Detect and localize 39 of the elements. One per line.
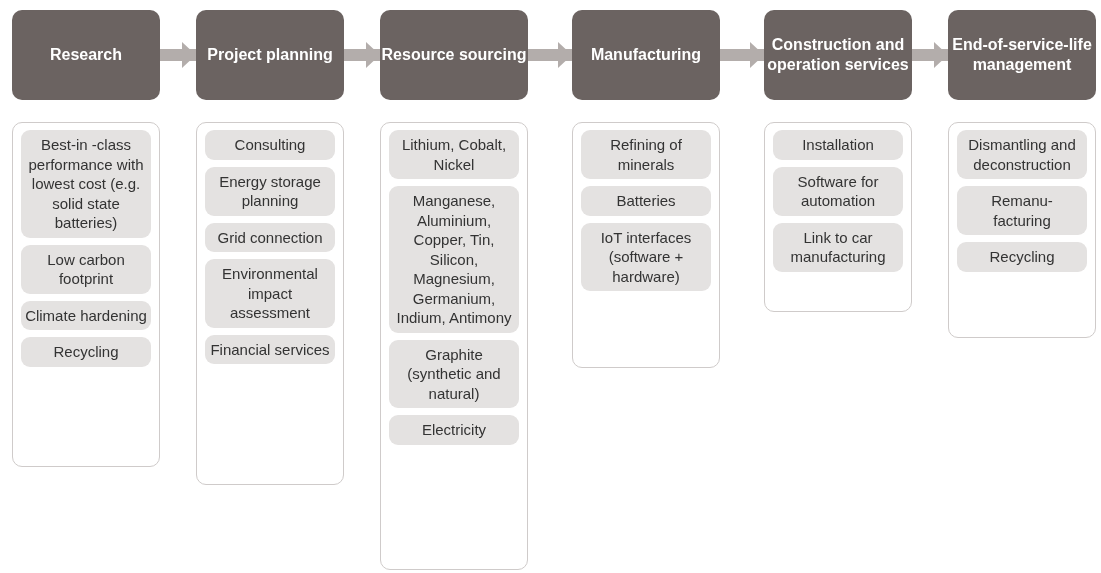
- panel-box: [764, 122, 912, 312]
- arrow: [912, 42, 948, 68]
- arrow: [528, 42, 572, 68]
- item-box: Refining of minerals: [581, 130, 711, 179]
- arrow: [720, 42, 764, 68]
- item-box: Best-in -class performance with lowest cost (e.g. solid state batteries): [21, 130, 151, 238]
- item-box: Remanu- facturing: [957, 186, 1087, 235]
- panel-box: [948, 122, 1096, 338]
- item-box: Recycling: [957, 242, 1087, 272]
- item-box: Dismantling and deconstruction: [957, 130, 1087, 179]
- item-box: Climate hardening: [21, 300, 151, 330]
- item-box: Software for automation: [773, 166, 903, 216]
- arrow: [344, 42, 380, 68]
- panel-box: [572, 122, 720, 368]
- stage-header: Project planning: [196, 10, 344, 100]
- stage-header: Research: [12, 10, 160, 100]
- item-box: Electricity: [389, 415, 519, 445]
- panel-box: [12, 122, 160, 467]
- item-box: Installation: [773, 130, 903, 160]
- arrow: [160, 42, 196, 68]
- item-box: Graphite (synthetic and natural): [389, 339, 519, 408]
- item-box: Batteries: [581, 186, 711, 216]
- stage-header: Resource sourcing: [380, 10, 528, 100]
- item-box: Recycling: [21, 337, 151, 367]
- panel-box: [380, 122, 528, 570]
- item-box: Low carbon footprint: [21, 244, 151, 294]
- item-box: Link to car manufacturing: [773, 222, 903, 272]
- stage-header: Manufacturing: [572, 10, 720, 100]
- item-box: Financial services: [205, 334, 335, 364]
- item-box: Energy storage planning: [205, 166, 335, 216]
- item-box: Consulting: [205, 130, 335, 160]
- stage-header: End-of-service-life management: [948, 10, 1096, 100]
- item-box: Grid connection: [205, 222, 335, 252]
- item-box: IoT interfaces (software + hardware): [581, 222, 711, 291]
- item-box: Environmental impact assessment: [205, 259, 335, 328]
- item-box: Manganese, Aluminium, Copper, Tin, Silicon, Magnesium, Germanium, Indium, Antimony: [389, 186, 519, 333]
- panel-box: [196, 122, 344, 485]
- item-box: Lithium, Cobalt, Nickel: [389, 130, 519, 179]
- stage-header: Construction and operation services: [764, 10, 912, 100]
